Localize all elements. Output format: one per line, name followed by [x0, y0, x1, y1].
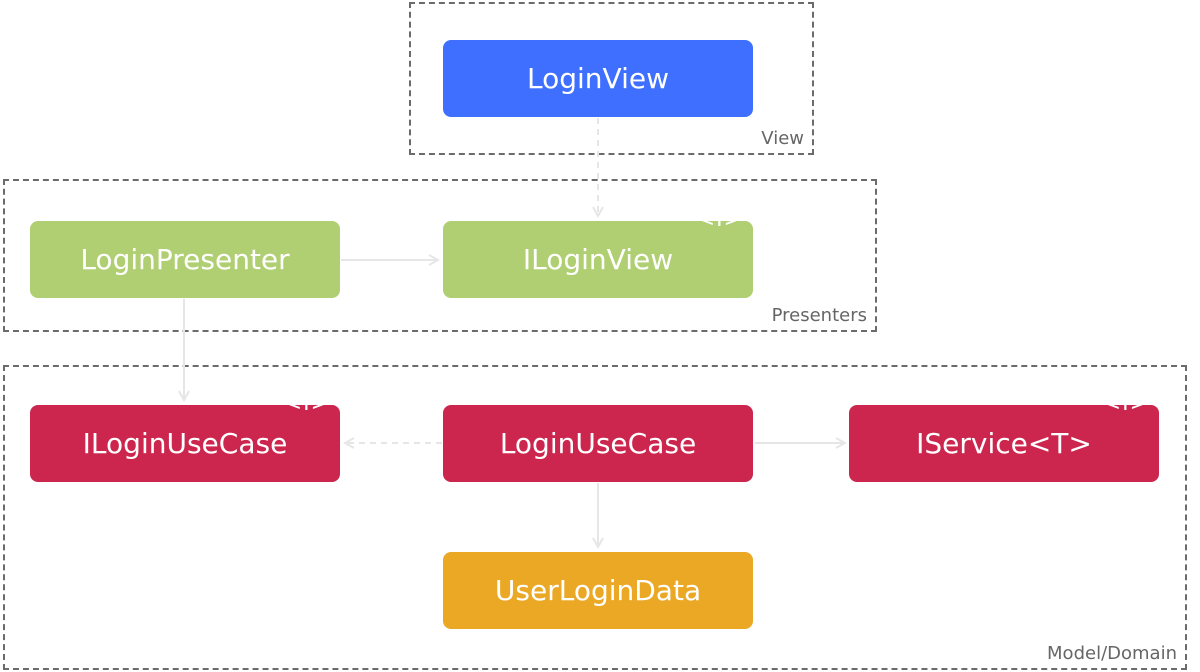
login-use-case-label: LoginUseCase — [499, 427, 697, 460]
login-presenter-label: LoginPresenter — [80, 243, 290, 276]
i-service-node: <I> IService<T> — [849, 391, 1159, 482]
login-view-node: LoginView — [443, 40, 753, 117]
i-login-view-node: <I> ILoginView — [443, 207, 753, 298]
user-login-data-node: UserLoginData — [443, 552, 753, 629]
i-service-label: IService<T> — [916, 427, 1092, 460]
model-domain-layer-label: Model/Domain — [1047, 643, 1177, 664]
view-layer-label: View — [761, 128, 804, 149]
presenters-layer: Presenters — [3, 179, 877, 332]
interface-badge: <I> — [1102, 391, 1149, 416]
login-use-case-node: LoginUseCase — [443, 405, 753, 482]
view-layer: View — [409, 2, 814, 155]
interface-badge: <I> — [696, 207, 743, 232]
user-login-data-label: UserLoginData — [494, 574, 702, 607]
model-domain-layer: Model/Domain — [3, 365, 1187, 670]
i-login-use-case-node: <I> ILoginUseCase — [30, 391, 340, 482]
i-login-use-case-label: ILoginUseCase — [82, 427, 288, 460]
login-presenter-node: LoginPresenter — [30, 221, 340, 298]
i-login-view-label: ILoginView — [522, 243, 674, 276]
interface-badge: <I> — [283, 391, 330, 416]
presenters-layer-label: Presenters — [771, 305, 867, 326]
login-view-label: LoginView — [527, 62, 669, 95]
